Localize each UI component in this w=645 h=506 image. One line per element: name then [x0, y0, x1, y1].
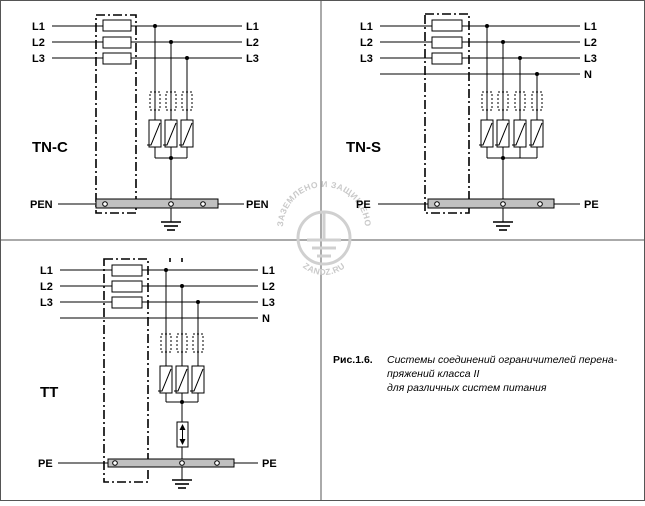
tt-l3-right-label: L3 [262, 297, 275, 309]
tnc-l2-left-label: L2 [32, 37, 45, 49]
tns-l2-left-label: L2 [360, 37, 373, 49]
tt-pe-right-label: PE [262, 458, 277, 470]
tt-spark-gap [176, 421, 189, 448]
tns-l2-right-label: L2 [584, 37, 597, 49]
tns-n-right-label: N [584, 69, 592, 81]
tt-n-right-label: N [262, 313, 270, 325]
caption-number: Рис.1.6. [333, 354, 373, 366]
caption-line-3: для различных систем питания [387, 382, 547, 394]
svg-text:ZANDZ.RU: ZANDZ.RU [301, 261, 346, 277]
tt-pe-left-label: PE [38, 458, 53, 470]
tnc-l1-left-label: L1 [32, 21, 45, 33]
tns-l1-left-label: L1 [360, 21, 373, 33]
panel-tn-s: L1 L2 L3 L1 L2 L3 N PE PE TN-S [346, 13, 599, 231]
tt-l1-left-label: L1 [40, 265, 53, 277]
tns-arrester-4 [529, 72, 544, 158]
tns-l1-right-label: L1 [584, 21, 597, 33]
tns-arrester-1 [479, 24, 494, 158]
tt-arrester-2 [174, 284, 189, 402]
tnc-l2-right-label: L2 [246, 37, 259, 49]
tt-arrester-1 [158, 268, 173, 402]
tns-pe-left-label: PE [356, 199, 371, 211]
figure-caption: Рис.1.6. Системы соединений ограничителе… [333, 354, 618, 394]
caption-line-1: Системы соединений ограничителей перена- [387, 354, 618, 366]
caption-line-2: пряжений класса II [387, 368, 479, 380]
tns-l3-right-label: L3 [584, 53, 597, 65]
tns-l3-left-label: L3 [360, 53, 373, 65]
tnc-l3-left-label: L3 [32, 53, 45, 65]
tt-l1-right-label: L1 [262, 265, 275, 277]
tt-system-title: TT [40, 384, 58, 401]
tns-surge-arresters [479, 24, 544, 158]
panel-tt: L1 L2 L3 L1 L2 L3 N PE PE TT [38, 258, 277, 489]
tnc-surge-arresters [147, 24, 194, 158]
tnc-arrester-3 [179, 56, 194, 158]
tns-arrester-3 [512, 56, 527, 158]
tns-system-title: TN-S [346, 139, 381, 156]
tnc-pen-right-label: PEN [246, 199, 269, 211]
tns-pe-right-label: PE [584, 199, 599, 211]
tnc-system-title: TN-C [32, 139, 68, 156]
watermark-bottom-text: ZANDZ.RU [301, 261, 346, 277]
tnc-arrester-1 [147, 24, 162, 158]
tt-arrester-3 [190, 300, 205, 402]
tt-l3-left-label: L3 [40, 297, 53, 309]
tnc-l3-right-label: L3 [246, 53, 259, 65]
tt-l2-left-label: L2 [40, 281, 53, 293]
tnc-pen-left-label: PEN [30, 199, 53, 211]
watermark: ЗАЗЕМЛЕНО И ЗАЩИЩЕНО ZANDZ.RU [275, 179, 373, 277]
tt-l2-right-label: L2 [262, 281, 275, 293]
panel-tn-c: L1 L2 L3 L1 L2 L3 PEN PEN TN-C [30, 14, 269, 231]
tns-arrester-2 [495, 40, 510, 158]
tt-surge-arresters [158, 268, 205, 402]
tnc-arrester-2 [163, 40, 178, 158]
tnc-l1-right-label: L1 [246, 21, 259, 33]
